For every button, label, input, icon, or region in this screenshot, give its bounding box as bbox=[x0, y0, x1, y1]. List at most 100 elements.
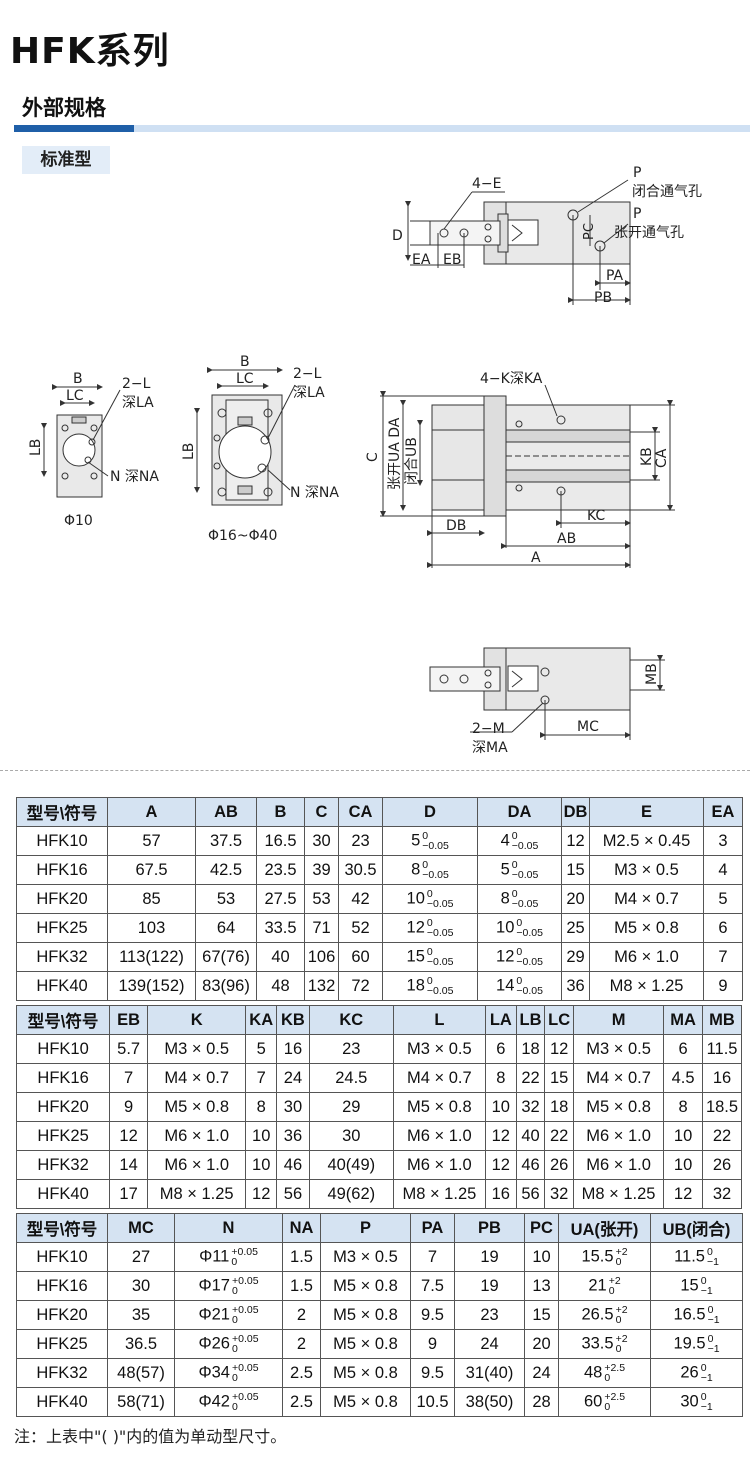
column-header: B bbox=[256, 797, 305, 827]
label-nna-small: N 深NA bbox=[110, 469, 159, 485]
value-cell: M6 × 1.0 bbox=[573, 1150, 665, 1180]
value-cell: 9 bbox=[703, 971, 743, 1001]
tolerance-upper: 0 bbox=[426, 946, 433, 958]
value-cell: 16.5 bbox=[256, 826, 305, 856]
value-cell: 113(122) bbox=[107, 942, 196, 972]
value-cell: 56 bbox=[276, 1179, 310, 1209]
tolerance: 0−1 bbox=[706, 1247, 719, 1268]
value-cell: 46 bbox=[276, 1150, 310, 1180]
value-cell: 9.5 bbox=[410, 1300, 455, 1330]
value-cell: 33.5 bbox=[256, 913, 305, 943]
column-header: P bbox=[320, 1213, 411, 1243]
model-cell: HFK16 bbox=[16, 855, 108, 885]
value-cell: 5.7 bbox=[109, 1034, 149, 1064]
value-cell: 38(50) bbox=[454, 1387, 525, 1417]
column-header: MB bbox=[702, 1005, 742, 1035]
tolerance-lower: −1 bbox=[706, 1256, 719, 1268]
value-cell: 12 bbox=[245, 1179, 278, 1209]
value-cell: 27.5 bbox=[256, 884, 305, 914]
tolerance: 0−0.05 bbox=[422, 831, 449, 852]
value-cell: 18.5 bbox=[702, 1092, 742, 1122]
value-main: Φ42 bbox=[198, 1392, 230, 1411]
column-header: M bbox=[573, 1005, 665, 1035]
value-cell: 1.5 bbox=[282, 1242, 321, 1272]
model-cell: HFK25 bbox=[16, 1329, 108, 1359]
value-cell: 5 bbox=[703, 884, 743, 914]
model-cell: HFK20 bbox=[16, 1300, 108, 1330]
label-nna-large: N 深NA bbox=[290, 485, 339, 501]
value-main: 5 bbox=[500, 860, 510, 879]
label-ca: CA bbox=[654, 448, 670, 468]
value-cell: 20 bbox=[524, 1329, 559, 1359]
value-main: 14 bbox=[496, 976, 515, 995]
tolerance-lower: 0 bbox=[615, 1256, 622, 1268]
value-cell: M3 × 0.5 bbox=[589, 855, 704, 885]
value-cell: 26 bbox=[702, 1150, 742, 1180]
value-cell: M8 × 1.25 bbox=[392, 1179, 486, 1209]
column-header: CA bbox=[338, 797, 383, 827]
model-cell: HFK25 bbox=[16, 913, 108, 943]
value-cell: 6 bbox=[484, 1034, 517, 1064]
label-pc: PC bbox=[582, 223, 597, 240]
tolerance-lower: −1 bbox=[707, 1314, 720, 1326]
value-cell: M5 × 0.8 bbox=[573, 1092, 665, 1122]
value-cell: 46 bbox=[515, 1150, 546, 1180]
label-ua-da: 张开UA DA bbox=[387, 417, 403, 490]
label-pa: PA bbox=[606, 268, 624, 284]
value-main: 19.5 bbox=[673, 1334, 706, 1353]
label-ea: EA bbox=[412, 252, 431, 268]
column-header: MC bbox=[107, 1213, 175, 1243]
column-header: 型号\符号 bbox=[16, 1213, 108, 1243]
column-header: KC bbox=[308, 1005, 394, 1035]
value-main: 11.5 bbox=[674, 1247, 705, 1266]
value-cell: 57 bbox=[107, 826, 196, 856]
value-cell: 58(71) bbox=[107, 1387, 175, 1417]
value-cell: 22 bbox=[702, 1121, 742, 1151]
tolerance: 0−1 bbox=[708, 1334, 720, 1355]
value-main: 15.5 bbox=[581, 1247, 614, 1266]
column-header: K bbox=[147, 1005, 247, 1035]
value-cell: M6 × 1.0 bbox=[147, 1150, 247, 1180]
value-cell: 10 bbox=[484, 1092, 517, 1122]
value-cell: 24.5 bbox=[308, 1063, 394, 1093]
tolerance-upper: +0.05 bbox=[231, 1275, 259, 1287]
value-main: 12 bbox=[406, 918, 425, 937]
column-header: PC bbox=[524, 1213, 559, 1243]
tolerance-lower: −0.05 bbox=[516, 927, 543, 939]
tolerance-upper: 0 bbox=[511, 888, 518, 900]
tolerance: 0−0.05 bbox=[427, 889, 454, 910]
tolerance-lower: 0 bbox=[608, 1285, 615, 1297]
tolerance-lower: −1 bbox=[700, 1285, 713, 1297]
tolerance-upper: 0 bbox=[426, 917, 433, 929]
value-main: 15 bbox=[680, 1276, 699, 1295]
divider bbox=[0, 770, 750, 771]
model-cell: HFK10 bbox=[16, 826, 108, 856]
value-cell: M3 × 0.5 bbox=[320, 1242, 411, 1272]
tolerance-lower: 0 bbox=[615, 1343, 622, 1355]
value-cell: M3 × 0.5 bbox=[147, 1034, 247, 1064]
tolerance-upper: +2 bbox=[615, 1246, 628, 1258]
value-cell: M5 × 0.8 bbox=[147, 1092, 247, 1122]
value-cell: M5 × 0.8 bbox=[392, 1092, 486, 1122]
label-2m: 2−M bbox=[472, 721, 505, 737]
value-cell: 8 bbox=[484, 1063, 517, 1093]
value-cell: 10 bbox=[663, 1150, 704, 1180]
tolerance-upper: 0 bbox=[511, 830, 518, 842]
